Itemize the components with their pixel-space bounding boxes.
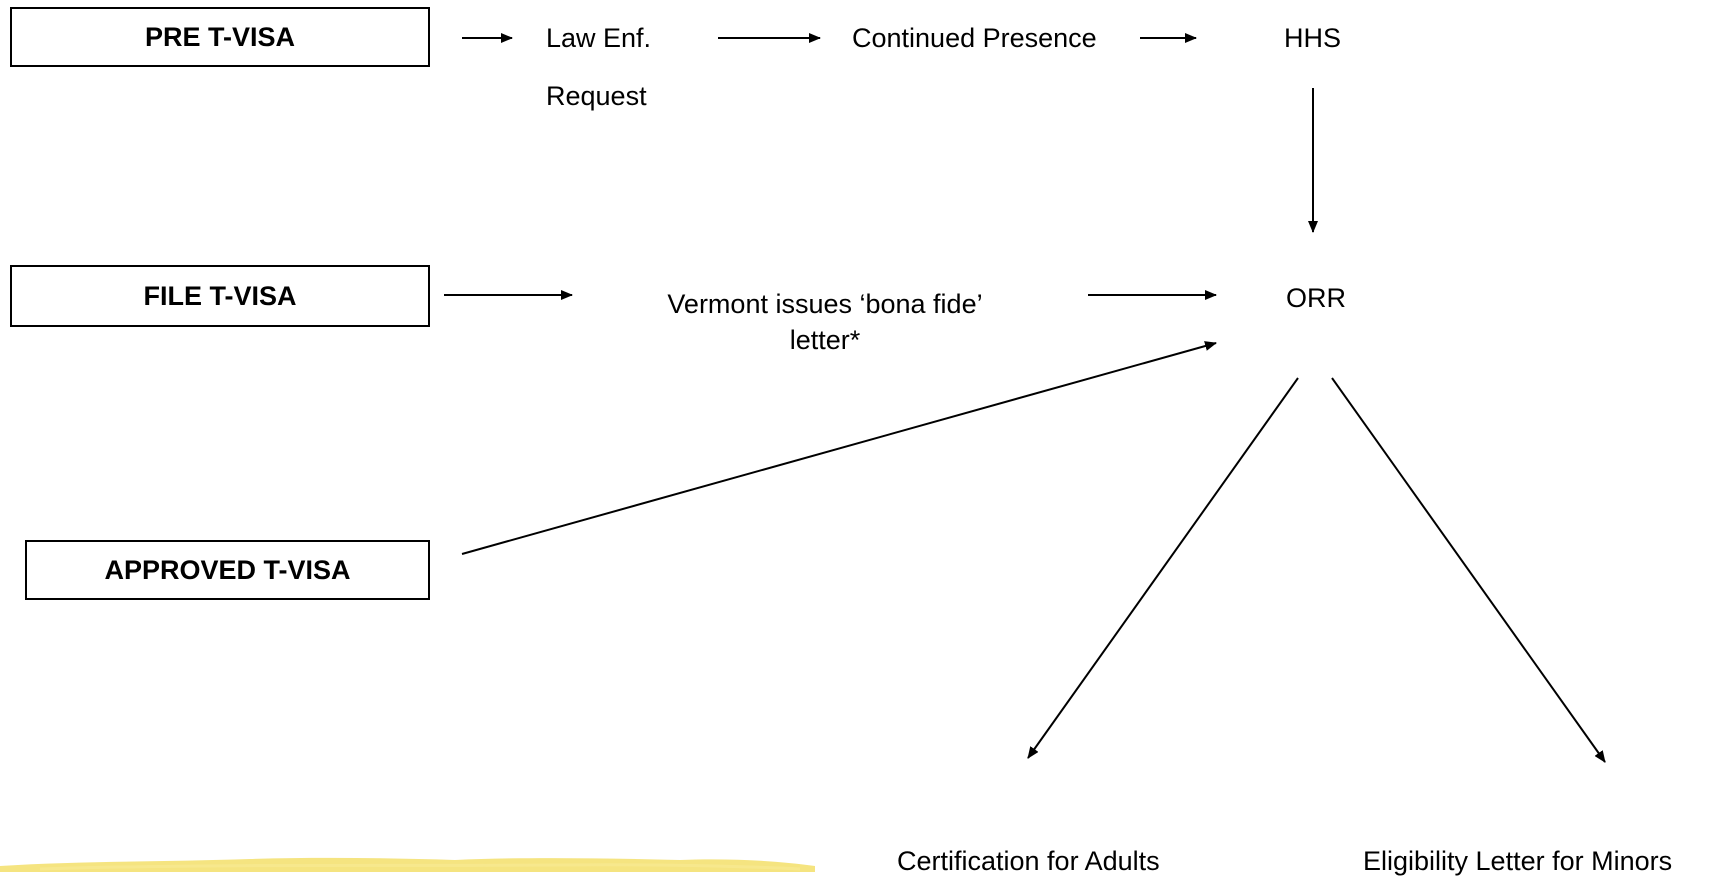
pre-t-visa-box: PRE T-VISA: [10, 7, 430, 67]
eligibility-minors-label: Eligibility Letter for Minors: [1363, 846, 1673, 876]
vermont-letter-line2: letter*: [789, 325, 861, 355]
arrow-orr-to-eligibility: [1331, 377, 1606, 763]
arrow-orr-to-certification: [1027, 377, 1299, 759]
vermont-letter-label: Vermont issues ‘bona fide’ letter*: [625, 286, 1025, 358]
continued-presence-label: Continued Presence: [852, 23, 1097, 53]
file-t-visa-label: FILE T-VISA: [143, 280, 297, 311]
law-enf-label: Law Enf.: [546, 23, 652, 53]
orr-label: ORR: [1286, 283, 1346, 313]
pre-t-visa-label: PRE T-VISA: [144, 21, 296, 52]
approved-t-visa-label: APPROVED T-VISA: [104, 554, 351, 585]
certification-adults-label: Certification for Adults: [897, 846, 1160, 876]
law-enf-request-label: Request: [546, 81, 647, 111]
hhs-label: HHS: [1284, 23, 1342, 53]
file-t-visa-box: FILE T-VISA: [10, 265, 430, 327]
approved-t-visa-box: APPROVED T-VISA: [25, 540, 430, 600]
arrow-approved-to-orr: [461, 341, 1217, 555]
vermont-letter-line1: Vermont issues ‘bona fide’: [667, 289, 983, 319]
